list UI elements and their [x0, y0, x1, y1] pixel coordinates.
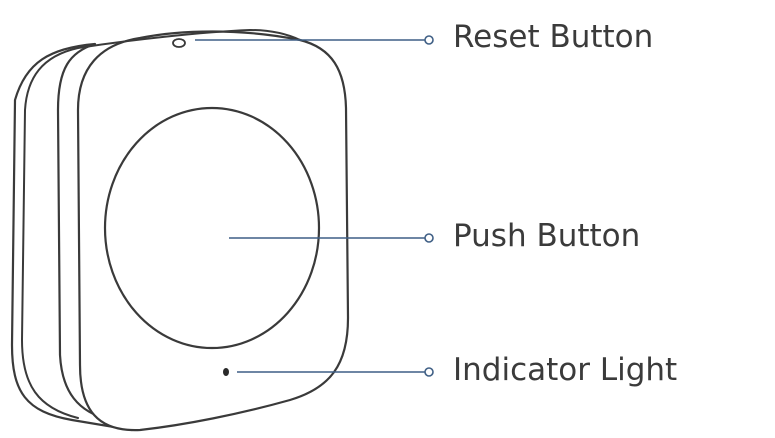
reset-button-label: Reset Button	[453, 22, 653, 53]
indicator-light-label: Indicator Light	[453, 355, 677, 386]
device-side-edge	[22, 48, 78, 418]
push-button-circle	[105, 108, 319, 348]
push-leader-end	[425, 234, 433, 242]
indicator-leader-end	[425, 368, 433, 376]
reset-leader-end	[425, 36, 433, 44]
push-button-label: Push Button	[453, 221, 640, 252]
indicator-light-dot	[223, 368, 229, 376]
